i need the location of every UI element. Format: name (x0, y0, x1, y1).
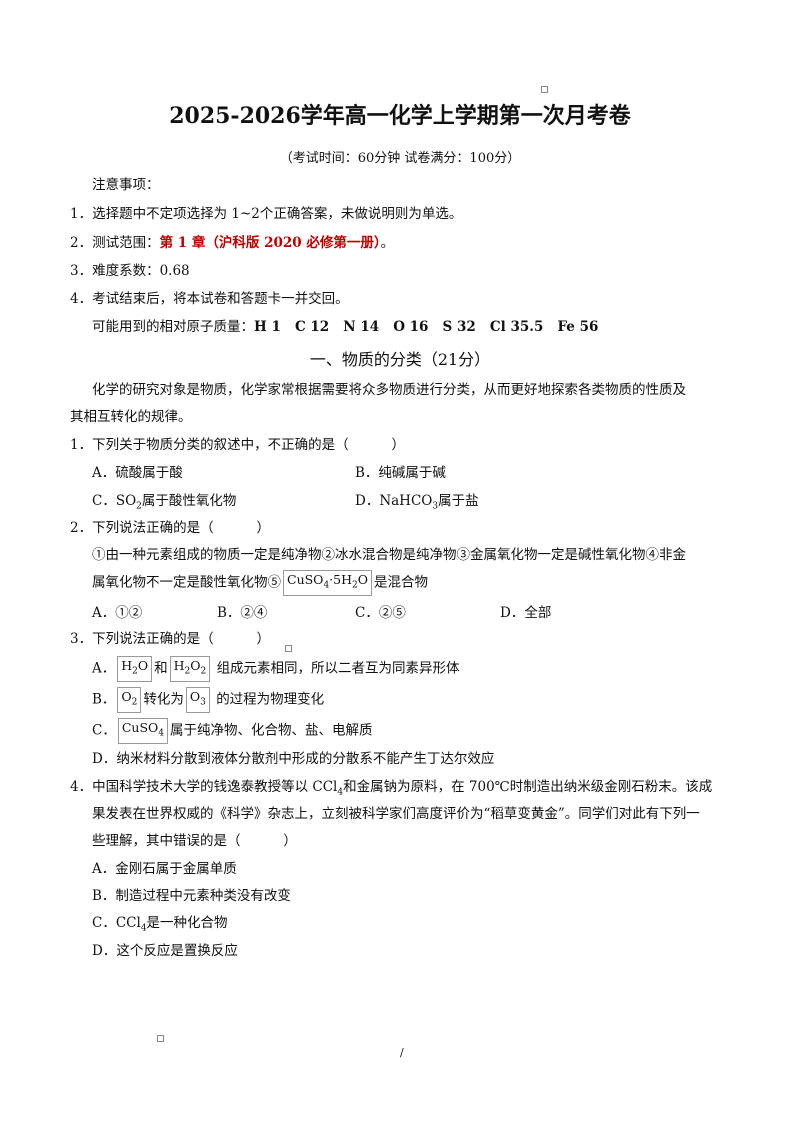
formula-h2o: H2O (117, 656, 153, 682)
q4-c-post: 是一种化合物 (146, 915, 228, 931)
artifact-mark-bottom (157, 1035, 164, 1042)
q4-option-a: A．金刚石属于金属单质 (92, 861, 237, 877)
section-title: 一、物质的分类（21分） (309, 350, 491, 369)
f-sub: 2 (131, 697, 138, 708)
q4-option-d: D．这个反应是置换反应 (92, 943, 238, 959)
formula-o2: O2 (117, 687, 142, 713)
f-part: O (189, 689, 201, 704)
q1-c-pre: C．SO (92, 493, 137, 509)
q1-d-pre: D．NaHCO (355, 493, 433, 509)
f-part: CuSO (287, 572, 324, 587)
f-part: ·5H (329, 572, 352, 587)
formula-h2o2: H2O2 (169, 656, 211, 682)
note-4: 4．考试结束后，将本试卷和答题卡一并交回。 (70, 291, 349, 307)
q4-line-1-post: 和金属钠为原料，在 700℃时制造出纳米级金刚石粉末。该成 (343, 779, 713, 795)
q2-option-d: D．全部 (500, 605, 552, 621)
note-2-prefix: 2．测试范围： (70, 235, 160, 251)
q3-b-label: B． (92, 691, 116, 708)
formula-o3: O3 (185, 687, 210, 713)
q1-option-c: C．SO2属于酸性氧化物 (92, 489, 236, 512)
formula-cuso4-5h2o: CuSO4·5H2O (283, 570, 372, 596)
q3-a-text: 组成元素相同，所以二者互为同素异形体 (216, 660, 460, 677)
q3-stem: 3．下列说法正确的是（ ） (70, 631, 271, 647)
page-marker: / (400, 1046, 404, 1059)
q3-a-and: 和 (154, 660, 168, 677)
note-2-suffix: 。 (380, 235, 395, 251)
q4-line-2: 果发表在世界权威的《科学》杂志上，立刻被科学家们高度评价为“稻草变黄金”。同学们… (92, 806, 700, 822)
page-title: 2025-2026学年高一化学上学期第一次月考卷 (169, 103, 631, 129)
q2-line-2-post: 是混合物 (373, 574, 428, 591)
f-part: CuSO (121, 720, 159, 735)
q4-line-3: 些理解，其中错误的是（ ） (92, 833, 297, 849)
f-part: O (357, 572, 368, 587)
f-sub: 2 (184, 666, 191, 677)
q2-line-2-pre: 属氧化物不一定是酸性氧化物⑤ (92, 574, 281, 591)
f-sub: 4 (158, 728, 165, 739)
q3-b-mid: 转化为 (143, 691, 184, 708)
atomic-mass-line: 可能用到的相对原子质量：H 1 C 12 N 14 O 16 S 32 Cl 3… (92, 315, 598, 335)
note-3: 3．难度系数：0.68 (70, 263, 190, 279)
exam-info: （考试时间：60分钟 试卷满分：100分） (279, 151, 521, 166)
f-part: O (190, 658, 201, 673)
section-intro-line-2: 其相互转化的规律。 (70, 409, 192, 425)
f-part: H (173, 658, 185, 673)
q2-line-1: ①由一种元素组成的物质一定是纯净物②冰水混合物是纯净物③金属氧化物一定是碱性氧化… (92, 547, 686, 563)
q1-option-a: A．硫酸属于酸 (92, 465, 183, 481)
notes-heading: 注意事项： (92, 177, 160, 193)
q3-c-text: 属于纯净物、化合物、盐、电解质 (170, 722, 373, 739)
q1-stem: 1．下列关于物质分类的叙述中，不正确的是（ ） (70, 437, 406, 453)
q3-b-text: 的过程为物理变化 (216, 691, 325, 708)
q4-line-1-sub: 4 (337, 787, 344, 798)
artifact-mark-mid (285, 645, 292, 652)
q2-option-c: C．②⑤ (355, 605, 406, 621)
formula-cuso4: CuSO4 (117, 718, 169, 744)
q1-d-sub: 3 (432, 501, 439, 512)
q1-c-post: 属于酸性氧化物 (141, 493, 237, 509)
atomic-mass-label: 可能用到的相对原子质量： (92, 319, 254, 335)
f-sub: 2 (352, 580, 358, 591)
q4-c-sub: 4 (140, 923, 147, 934)
q1-option-d: D．NaHCO3属于盐 (355, 489, 479, 512)
artifact-mark-top (541, 86, 548, 93)
f-sub: 4 (323, 580, 330, 591)
q4-option-b: B．制造过程中元素种类没有改变 (92, 888, 291, 904)
q3-option-d: D．纳米材料分散到液体分散剂中形成的分散系不能产生丁达尔效应 (92, 751, 495, 767)
note-1: 1．选择题中不定项选择为 1~2个正确答案，未做说明则为单选。 (70, 206, 463, 222)
q1-option-b: B．纯碱属于碱 (355, 465, 446, 481)
atomic-mass-values: H 1 C 12 N 14 O 16 S 32 Cl 35.5 Fe 56 (254, 319, 599, 335)
q2-option-a: A．①② (92, 605, 143, 621)
f-part: H (121, 658, 133, 673)
q2-stem: 2．下列说法正确的是（ ） (70, 520, 271, 536)
f-sub: 2 (132, 666, 138, 677)
q2-option-b: B．②④ (217, 605, 268, 621)
q4-option-c: C．CCl4是一种化合物 (92, 911, 228, 934)
f-sub: 3 (200, 697, 206, 708)
f-part: O (121, 689, 132, 704)
test-scope: 第 1 章（沪科版 2020 必修第一册） (159, 235, 381, 251)
q1-d-post: 属于盐 (438, 493, 479, 509)
q4-line-1-pre: 4．中国科学技术大学的钱逸泰教授等以 CCl (70, 779, 338, 795)
q3-c-label: C． (92, 722, 116, 739)
q1-c-sub: 2 (136, 501, 142, 512)
f-sub: 2 (200, 666, 207, 677)
q4-line-1: 4．中国科学技术大学的钱逸泰教授等以 CCl4和金属钠为原料，在 700℃时制造… (70, 775, 712, 798)
q4-c-pre: C．CCl (92, 915, 141, 931)
section-intro-line-1: 化学的研究对象是物质，化学家常根据需要将众多物质进行分类，从而更好地探索各类物质… (92, 382, 686, 398)
q3-a-label: A． (92, 660, 116, 677)
note-2: 2．测试范围：第 1 章（沪科版 2020 必修第一册）。 (70, 231, 394, 251)
f-part: O (137, 658, 149, 673)
